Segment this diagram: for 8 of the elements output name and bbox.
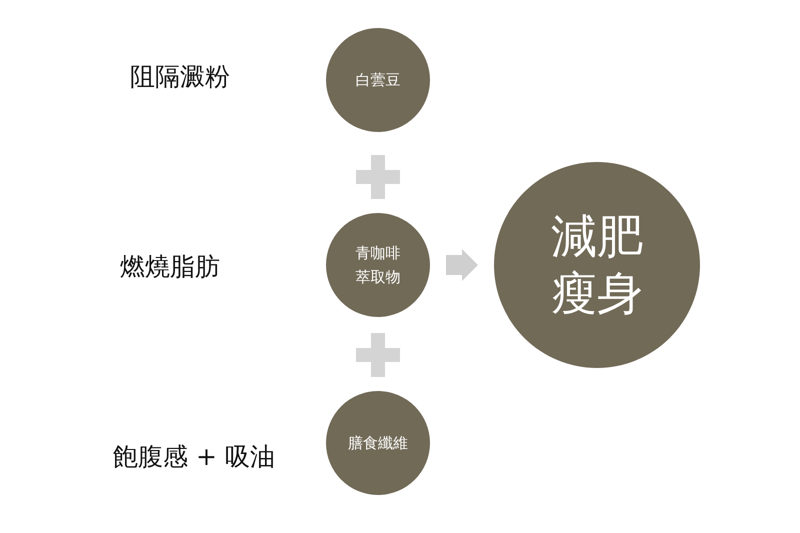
node-label: 膳食纖維 <box>347 433 409 454</box>
node-label: 減肥瘦身 <box>550 208 644 322</box>
effect-label: 阻隔澱粉 <box>130 61 230 93</box>
node-label: 青咖啡萃取物 <box>354 243 402 288</box>
node-label: 白蕓豆 <box>354 70 402 91</box>
block-arrow <box>446 249 478 281</box>
effect-label: 飽腹感 + 吸油 <box>113 441 275 473</box>
effect-label: 燃燒脂肪 <box>120 251 220 283</box>
